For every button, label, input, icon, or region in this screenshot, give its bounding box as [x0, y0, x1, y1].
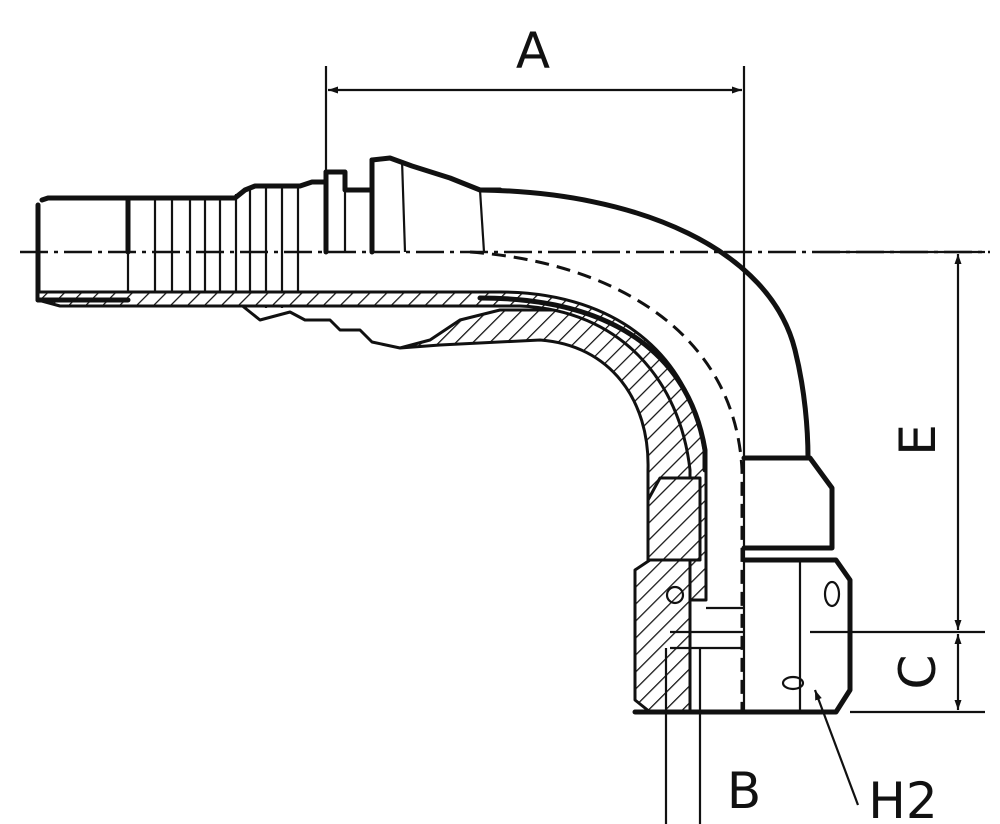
elbow-outer-contour: [477, 187, 811, 461]
dimension-label-c: C: [889, 655, 947, 690]
hatched-bore-wall: [36, 290, 708, 602]
nut-hex-left-section: [633, 558, 692, 714]
elbow-body: [477, 187, 811, 473]
label-h2: H2: [868, 772, 937, 824]
dimension-a: A: [324, 22, 746, 712]
dimension-b: B: [664, 648, 761, 824]
insert-upper-profile: [125, 155, 503, 201]
swivel-nut: [632, 455, 853, 715]
dimension-c: C: [850, 634, 985, 714]
insert-tip: [39, 195, 131, 255]
dimension-e: E: [810, 250, 985, 634]
nut-collar: [741, 455, 835, 551]
bend-centerline: [469, 250, 744, 712]
leader-h2: H2: [813, 689, 938, 824]
dimension-label-a: A: [516, 22, 550, 80]
nut-hole-upper: [823, 580, 841, 608]
dimension-label-b: B: [727, 762, 761, 820]
nut-hole-lower: [781, 675, 805, 691]
dimension-label-e: E: [889, 424, 947, 456]
o-ring: [665, 585, 685, 605]
elbow-inner-contour: [477, 295, 708, 473]
section-lower-half: [35, 290, 708, 602]
nut-shoulder-section: [646, 476, 702, 562]
hose-insert: [35, 155, 503, 308]
